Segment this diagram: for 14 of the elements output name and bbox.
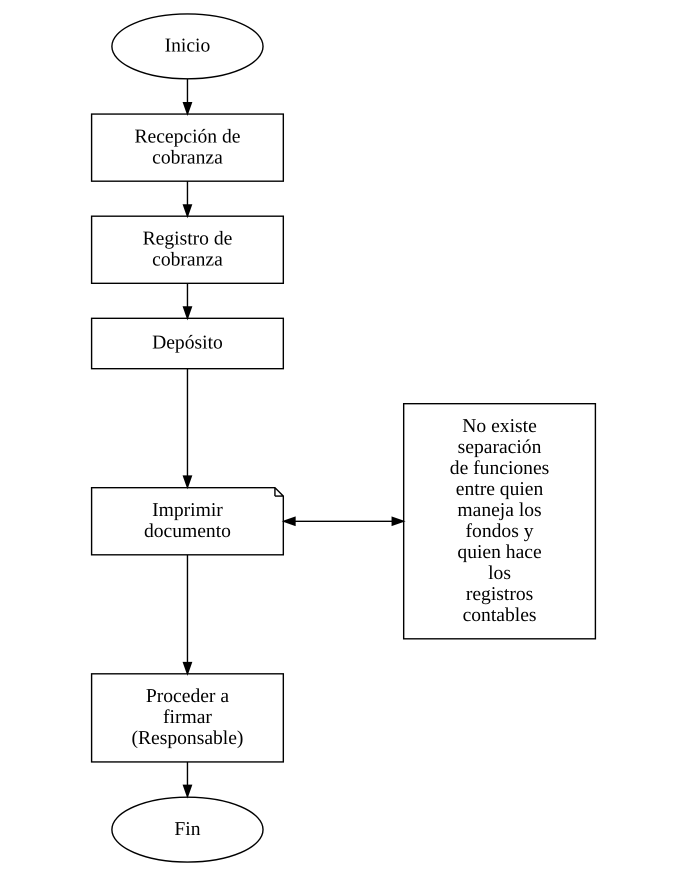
node-ellipse: Inicio bbox=[110, 13, 264, 80]
node-box: No existe separación de funciones entre quien maneja los fondos y quien hace los registros contables bbox=[402, 403, 596, 640]
arrow bbox=[281, 516, 406, 526]
arrow bbox=[182, 368, 192, 490]
arrow bbox=[182, 555, 192, 676]
arrow bbox=[182, 79, 192, 116]
arrow bbox=[182, 762, 192, 799]
node-box: Proceder a firmar (Responsable) bbox=[90, 673, 284, 763]
node-box: Depósito bbox=[90, 318, 284, 370]
arrow bbox=[182, 284, 192, 320]
node-box: Registro de cobranza bbox=[90, 215, 284, 284]
node-box: Recepción de cobranza bbox=[90, 113, 284, 182]
node-ellipse: Fin bbox=[110, 796, 264, 863]
arrow bbox=[182, 182, 192, 218]
